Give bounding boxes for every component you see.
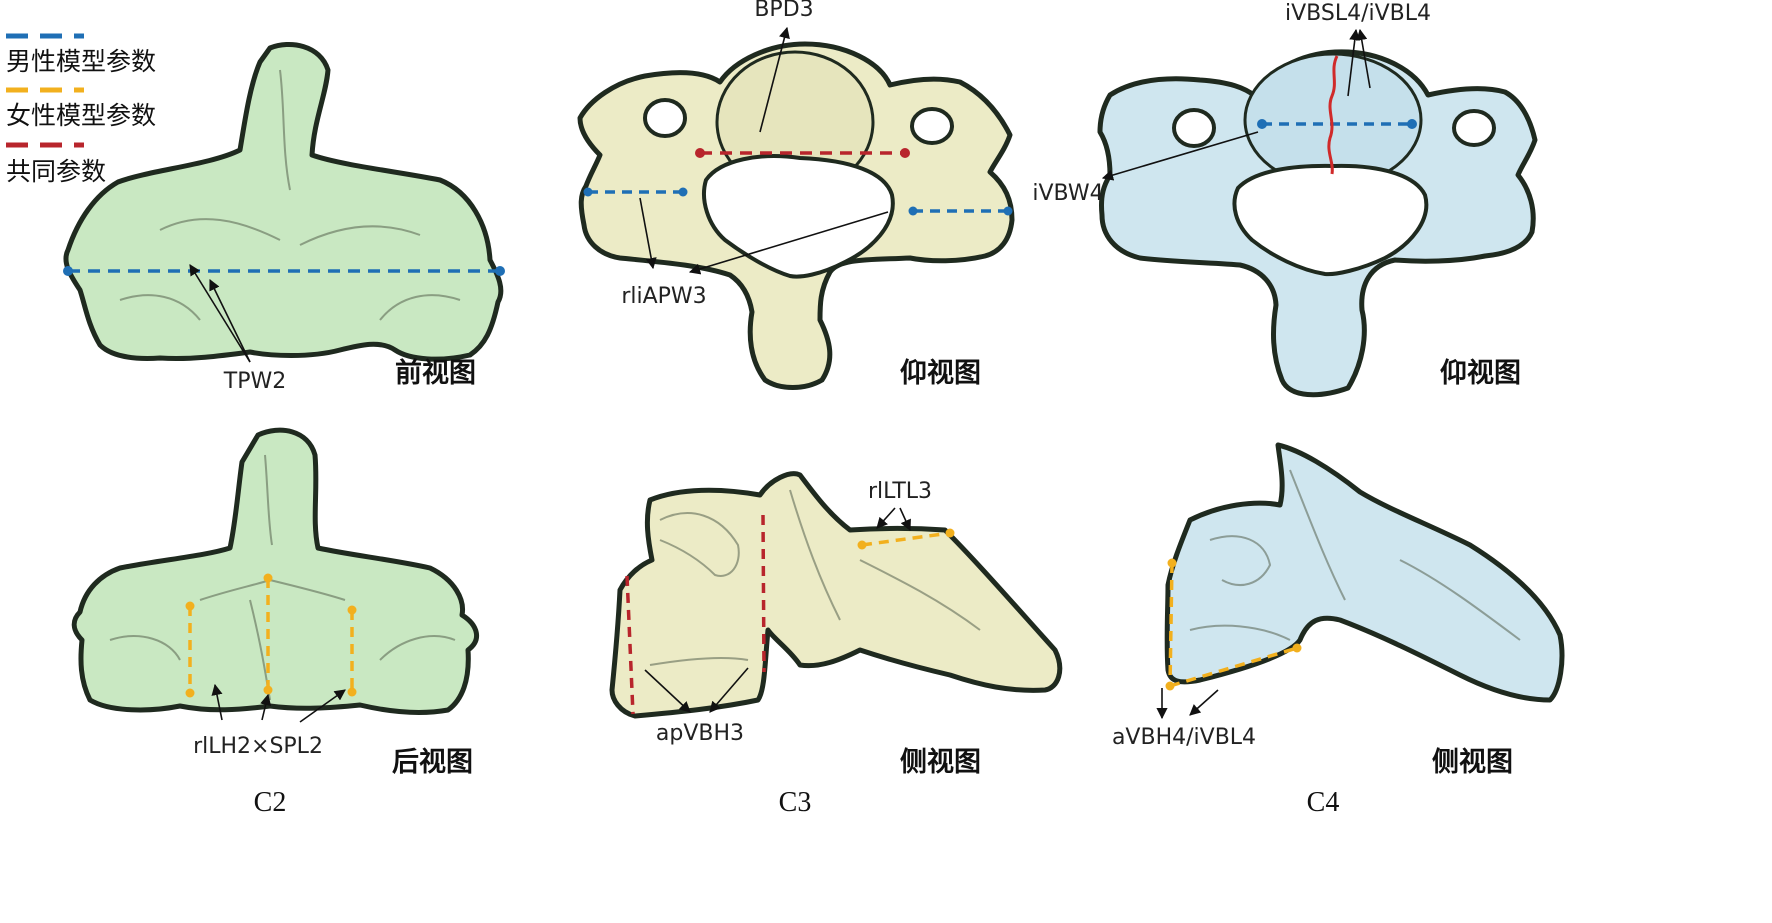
rliapw3-right-inner-point [908,206,918,216]
bpd3-left-point [695,148,705,158]
apvbh3-pointer-1 [644,669,691,713]
tpw2-pointer-1 [189,264,251,363]
spl2-bottom-point [263,685,273,695]
bpd3-label: BPD3 [754,0,813,22]
column-label-c4: C4 [1307,787,1340,818]
rlltl3-right-point [945,528,955,538]
c2-posterior-vertebra-image [71,427,479,715]
c2-posterior-view-label: 后视图 [392,747,473,778]
rllh2-pointer-left [211,683,223,721]
apvbh3-pointer-2 [709,667,749,713]
ivbl4-measure-line [1169,646,1298,688]
rliapw3-left-inner-point [678,187,688,197]
spl2-pointer [260,693,272,721]
c4-inferior-view-label: 仰视图 [1440,358,1521,389]
rllh2-right-top-point [347,605,357,615]
legend-item-common: 共同参数 [6,142,106,186]
ivbw4-left-point [1257,119,1267,129]
rllh2-spl2-label: rlLH2×SPL2 [193,734,323,759]
ivbsl4-pointer-2 [1356,28,1371,89]
ivbl4-end-point [1292,643,1302,653]
c2-anterior-texture [119,69,461,321]
c4-inferior-view-panel: iVBSL4/iVBL4 iVBW4 仰视图 [1032,1,1538,398]
rliapw3-right-outer-point [1003,206,1013,216]
apvbh3-measure-posterior [761,514,766,673]
rliapw3-left-outer-point [583,187,593,197]
ivbsl4-pointer-1 [1347,28,1361,97]
rllh2-pointer-right [299,689,346,723]
rlltl3-left-point [857,540,867,550]
c3-transverse-foramen-right [910,107,954,145]
column-label-c2: C2 [254,787,287,818]
apvbh3-measure-anterior [625,575,635,715]
ivbw4-label: iVBW4 [1032,181,1103,206]
c4-transverse-foramen-right [1452,109,1496,147]
rlltl3-pointer-2 [899,507,911,532]
bpd3-pointer [759,26,790,133]
rliapw3-pointer-right [688,211,889,275]
ivbsl4-measure-curve [1327,55,1339,175]
c2-anterior-vertebra-image [63,42,504,362]
rliapw3-pointer-left [639,197,657,270]
rlltl3-label: rlLTL3 [868,479,932,504]
rlltl3-pointer-1 [876,507,896,529]
rliapw3-label: rliAPW3 [621,284,706,309]
c3-vertebral-foramen [702,154,895,279]
column-label-c3: C3 [779,787,812,818]
c3-transverse-foramen-left [643,98,687,138]
ivbw4-pointer [1101,131,1259,181]
ivbw4-right-point [1407,119,1417,129]
rllh2-right-bottom-point [347,687,357,697]
rlltl3-measure-line [861,531,951,547]
avbh4-top-point [1167,558,1177,568]
legend-item-male: 男性模型参数 [6,33,156,76]
ivbsl4-label: iVBSL4/iVBL4 [1285,1,1431,26]
c3-inferior-view-label: 仰视图 [900,358,981,389]
apvbh3-label: apVBH3 [656,721,744,746]
c4-lateral-texture [1189,469,1521,641]
tpw2-endpoint-left [63,266,73,276]
c3-inferior-view-panel: BPD3 rliAPW3 仰视图 [577,0,1015,390]
c4-lateral-view-label: 侧视图 [1432,747,1513,778]
legend: 男性模型参数 女性模型参数 共同参数 [6,33,156,186]
legend-label-male: 男性模型参数 [6,47,156,76]
legend-item-female: 女性模型参数 [6,87,156,130]
c3-lateral-vertebra-image [609,471,1063,719]
ivbl4-pointer [1189,689,1219,716]
avbh4-measure-line [1168,562,1174,687]
legend-label-common: 共同参数 [6,157,106,186]
c4-lateral-vertebra-image [1164,442,1565,703]
rllh2-left-top-point [185,601,195,611]
tpw2-endpoint-right [495,266,505,276]
c4-transverse-foramen-left [1172,108,1216,148]
c2-anterior-view-label: 前视图 [395,357,476,389]
spl2-top-point [263,573,273,583]
avbh4-ivbl4-label: aVBH4/iVBL4 [1112,725,1256,750]
rllh2-left-bottom-point [185,688,195,698]
c2-posterior-view-panel: rlLH2×SPL2 后视图 [71,427,479,778]
c2-anterior-view-panel: TPW2 前视图 [63,42,505,394]
c3-lateral-view-label: 侧视图 [900,747,981,778]
c4-lateral-view-panel: aVBH4/iVBL4 侧视图 [1112,442,1565,778]
bpd3-right-point [900,148,910,158]
tpw2-pointer-2 [209,278,251,363]
legend-label-female: 女性模型参数 [6,101,156,130]
c3-lateral-view-panel: rlLTL3 apVBH3 侧视图 [609,471,1063,778]
c3-lateral-texture [649,489,981,666]
tpw2-label: TPW2 [223,369,286,394]
